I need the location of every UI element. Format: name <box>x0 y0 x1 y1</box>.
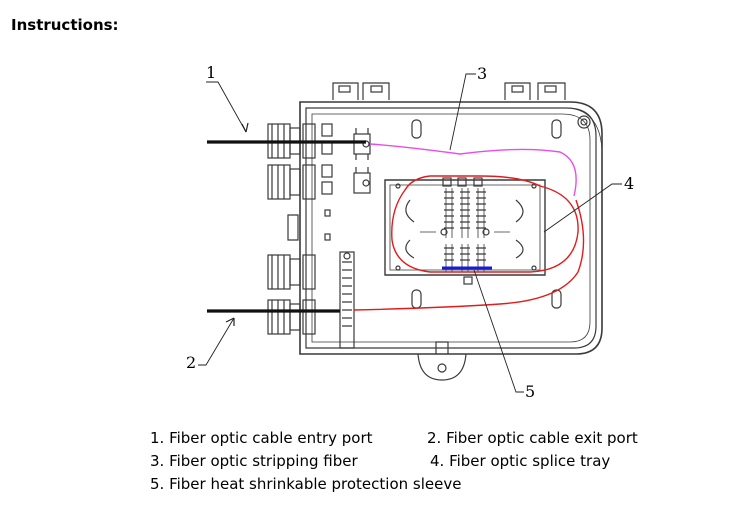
legend-item-5: 5. Fiber heat shrinkable protection slee… <box>150 475 462 493</box>
callout-5-leader <box>473 269 524 393</box>
callout-4-leader <box>543 183 622 233</box>
grounding-bar <box>339 251 355 349</box>
top-mounting-tabs <box>332 82 566 100</box>
splice-tray <box>384 177 546 285</box>
callout-number-4: 4 <box>624 174 634 193</box>
stripping-fiber-line <box>369 143 577 197</box>
fiber-guide-slots <box>411 119 562 309</box>
enclosure-outline <box>299 101 603 355</box>
exit-fiber-line <box>353 199 585 311</box>
page-title: Instructions: <box>11 16 119 34</box>
legend-item-3: 3. Fiber optic stripping fiber <box>150 452 358 470</box>
bottom-hanging-tab <box>417 353 467 381</box>
cable-glands <box>267 123 316 335</box>
callout-1-leader <box>206 81 247 133</box>
callout-number-5: 5 <box>525 382 535 401</box>
callout-3-leader <box>449 73 476 151</box>
callout-number-2: 2 <box>186 353 196 372</box>
callout-number-3: 3 <box>477 64 487 83</box>
fiber-loop-line <box>391 175 579 273</box>
legend-item-4: 4. Fiber optic splice tray <box>430 452 611 470</box>
callout-number-1: 1 <box>206 63 216 82</box>
legend-item-2: 2. Fiber optic cable exit port <box>427 429 638 447</box>
cable-clamps <box>321 123 371 241</box>
legend-item-1: 1. Fiber optic cable entry port <box>150 429 373 447</box>
callout-2-leader <box>198 317 235 366</box>
